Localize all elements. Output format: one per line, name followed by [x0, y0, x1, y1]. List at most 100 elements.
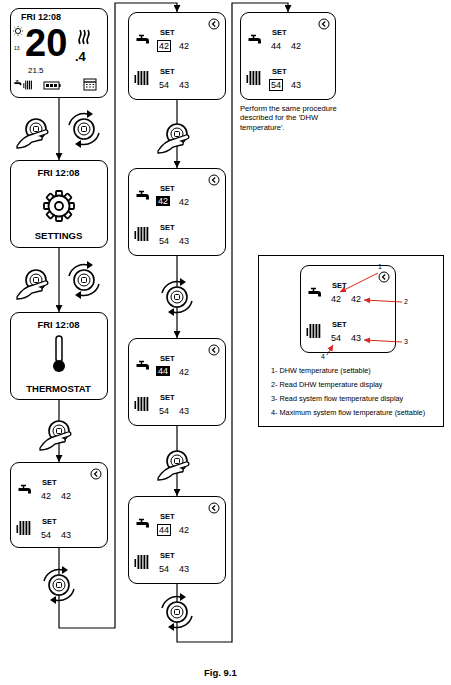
display-screen: SET4242SET5443 — [10, 462, 108, 548]
set-label: SET — [160, 185, 175, 193]
room-temperature-decimal: .4 — [75, 50, 86, 63]
set-label: SET — [272, 29, 287, 37]
setpoint-value: 44 — [156, 366, 170, 376]
callout-leader — [327, 345, 333, 355]
set-label: SET — [160, 68, 175, 76]
knob-rotate-icon — [69, 261, 99, 299]
reading-value: 43 — [351, 334, 361, 343]
room-temperature: 20 — [25, 24, 67, 62]
back-icon — [209, 175, 219, 185]
radiator-icon — [135, 397, 149, 411]
reading-value: 43 — [61, 531, 71, 540]
setpoint-value: 54 — [159, 81, 169, 90]
flow-arrow — [176, 256, 177, 338]
flow-arrow — [177, 3, 288, 642]
set-label: SET — [160, 355, 175, 363]
knob-press-icon — [40, 421, 71, 450]
thermostat-screen: FRI 12:08THERMOSTAT — [10, 312, 108, 400]
outdoor-temperature: 13 — [14, 46, 20, 51]
set-label: SET — [160, 394, 175, 402]
setpoint-value: 54 — [269, 79, 283, 91]
figure-caption: Fig. 9.1 — [204, 667, 237, 679]
reading-value: 43 — [179, 565, 189, 574]
setpoint-value: 54 — [41, 531, 51, 540]
faucet-icon — [19, 486, 32, 494]
faucet-icon — [137, 520, 150, 528]
knob-rotate-icon — [162, 278, 192, 316]
callout-number: 2 — [404, 298, 408, 307]
back-icon — [209, 19, 219, 29]
set-label: SET — [332, 321, 347, 329]
radiator-icon — [17, 521, 31, 535]
heating-icon — [79, 30, 89, 44]
knob-press-icon — [17, 119, 48, 148]
reading-value: 42 — [179, 42, 189, 51]
set-label: SET — [42, 518, 57, 526]
legend-box: 1- DHW temperature (settable)2- Read DHW… — [258, 255, 444, 427]
clock-text: FRI 12:08 — [11, 320, 106, 330]
menu-title: THERMOSTAT — [11, 384, 106, 394]
setpoint-value: 54 — [159, 237, 169, 246]
settings-screen: FRI 12:08SETTINGS — [10, 160, 108, 248]
faucet-icon — [137, 192, 150, 200]
reading-value: 43 — [179, 81, 189, 90]
thermometer-icon — [53, 336, 65, 372]
knob-press-icon — [158, 124, 189, 153]
radiator-icon — [23, 81, 32, 90]
knob-rotate-icon — [162, 593, 192, 631]
display-screen: SET4442SET5443 — [240, 12, 336, 100]
callout-leader — [364, 340, 402, 342]
back-icon — [319, 19, 329, 29]
faucet-icon — [137, 362, 150, 370]
setpoint-value: 42 — [331, 295, 341, 304]
knob-press-icon — [17, 270, 48, 299]
radiator-icon — [135, 227, 149, 241]
back-icon — [379, 272, 389, 282]
flow-arrow — [176, 100, 177, 168]
callout-number: 1 — [378, 263, 382, 272]
reading-value: 42 — [179, 198, 189, 207]
callout-number: 3 — [404, 338, 408, 347]
display-screen: SET4442SET5443 — [128, 338, 226, 426]
knob-rotate-icon — [44, 566, 74, 604]
set-label: SET — [160, 552, 175, 560]
reading-value: 42 — [351, 295, 361, 304]
faucet-icon — [14, 81, 21, 86]
flow-arrow — [58, 98, 59, 160]
reading-value: 43 — [179, 237, 189, 246]
back-icon — [209, 345, 219, 355]
back-icon — [209, 503, 219, 513]
display-screen: SET4442SET5443 — [128, 496, 226, 584]
flow-arrow — [58, 248, 59, 312]
setpoint-value: 44 — [271, 42, 281, 51]
reading-value: 42 — [179, 368, 189, 377]
reading-value: 42 — [61, 492, 71, 501]
flow-arrow — [58, 400, 59, 462]
set-label: SET — [272, 68, 287, 76]
setpoint-value: 42 — [157, 40, 171, 52]
radiator-icon — [307, 324, 321, 338]
faucet-icon — [137, 36, 150, 44]
setpoint-value: 42 — [41, 492, 51, 501]
radiator-icon — [247, 71, 261, 85]
legend-text: 4- Maximum system flow temperature (sett… — [271, 409, 441, 418]
reading-value: 42 — [291, 42, 301, 51]
menu-title: SETTINGS — [11, 231, 106, 241]
legend-text: 2- Read DHW temperature display — [271, 381, 441, 390]
setpoint-temperature: 21.5 — [28, 67, 44, 75]
set-label: SET — [332, 282, 347, 290]
setpoint-value: 54 — [159, 565, 169, 574]
setpoint-value: 54 — [331, 334, 341, 343]
reading-value: 43 — [291, 81, 301, 90]
radiator-icon — [135, 555, 149, 569]
clock-text: FRI 12:08 — [21, 13, 61, 22]
legend-text: 3- Read system flow temperature display — [271, 395, 441, 404]
flow-arrow — [176, 426, 177, 496]
callout-leader — [364, 300, 402, 302]
back-icon — [91, 469, 101, 479]
setpoint-value: 44 — [157, 524, 171, 536]
note-text: Perform the same procedure described for… — [240, 104, 340, 132]
